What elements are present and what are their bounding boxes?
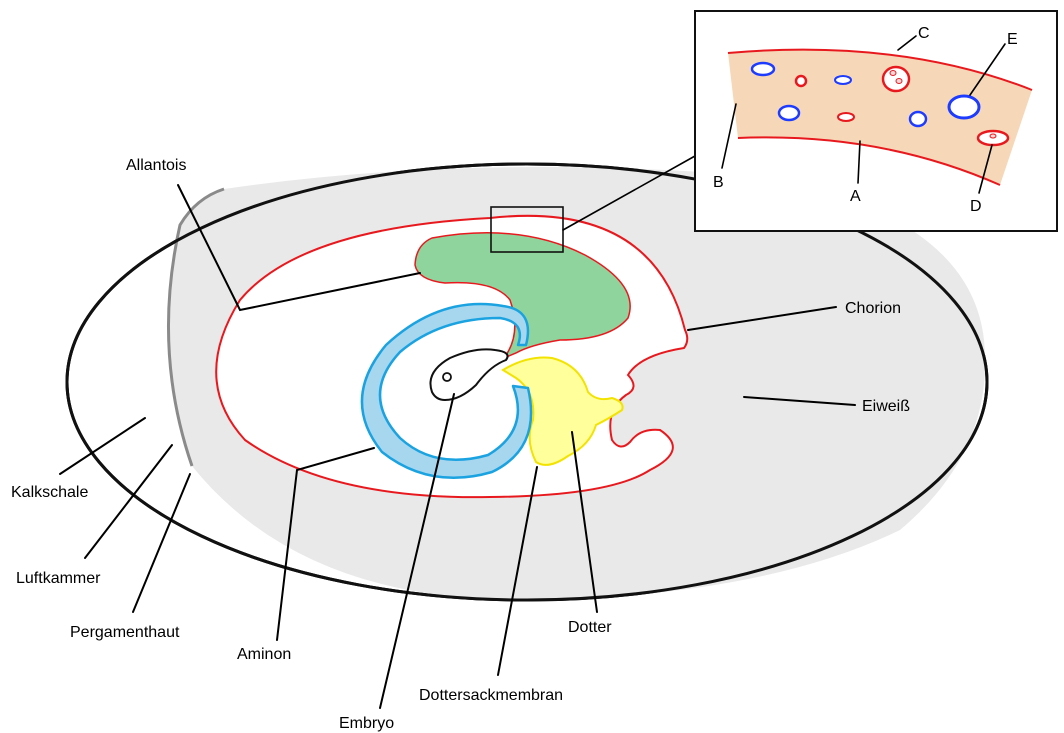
inset-label-d: D <box>970 198 982 215</box>
inset-label-b: B <box>713 174 724 191</box>
inset-label-a: A <box>850 188 861 205</box>
inset-red-vessel <box>838 113 854 121</box>
label-dotter: Dotter <box>568 619 612 636</box>
inset-red-cell <box>990 134 996 138</box>
inset-blue-vessel <box>835 76 851 84</box>
inset-blue-vessel-large <box>949 96 979 118</box>
label-pergamenthaut: Pergamenthaut <box>70 624 180 641</box>
inset-red-vessel <box>796 76 806 86</box>
inset-label-e: E <box>1007 31 1018 48</box>
label-aminon: Aminon <box>237 646 291 663</box>
inset-blue-vessel <box>752 63 774 75</box>
inset-red-vessel-large <box>883 67 909 91</box>
label-luftkammer: Luftkammer <box>16 570 101 587</box>
inset-label-c: C <box>918 25 930 42</box>
label-eiweiss: Eiweiß <box>862 398 910 415</box>
inset-blue-vessel <box>910 112 926 126</box>
inset-blue-vessel <box>779 106 799 120</box>
label-dottersackmembran: Dottersackmembran <box>419 687 563 704</box>
label-embryo: Embryo <box>339 715 394 732</box>
embryo-eye <box>443 373 451 381</box>
inset-red-cell <box>896 79 902 84</box>
label-allantois: Allantois <box>126 157 186 174</box>
label-kalkschale: Kalkschale <box>11 484 88 501</box>
label-chorion: Chorion <box>845 300 901 317</box>
inset-red-cell <box>890 71 896 76</box>
